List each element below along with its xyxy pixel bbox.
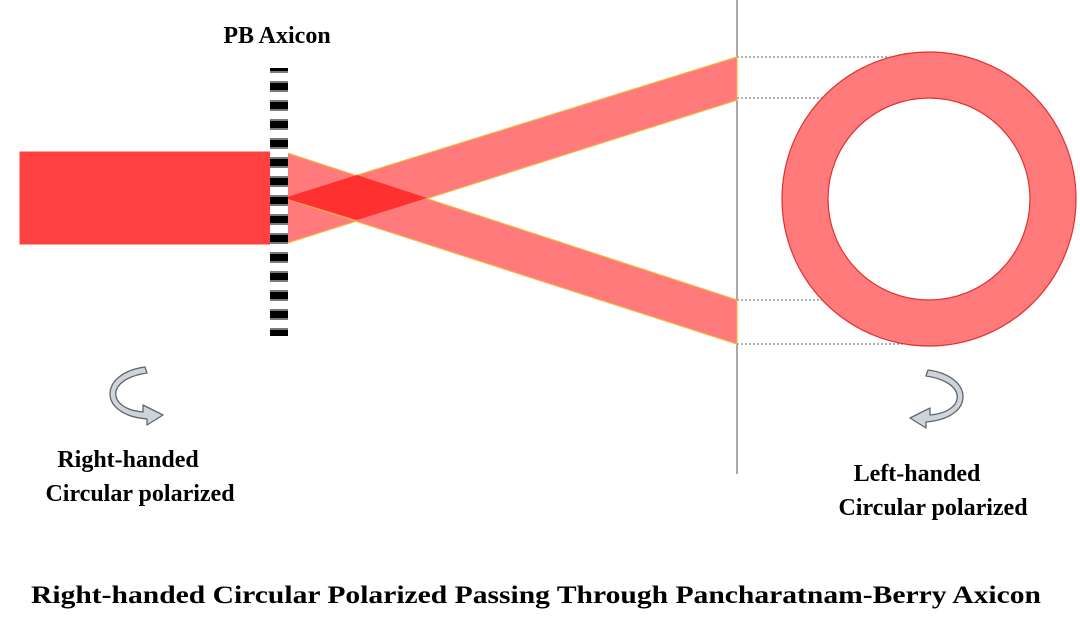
input-beam	[19, 151, 276, 245]
input-polarization-label-line1: Right-handed	[57, 447, 199, 473]
rotate-clockwise-arrow-icon	[109, 366, 164, 426]
diagram-caption: Right-handed Circular Polarized Passing …	[31, 582, 1041, 609]
output-ring-outer-edge	[781, 51, 1077, 347]
output-ring	[782, 52, 1076, 346]
output-polarization-label-line2: Circular polarized	[838, 495, 1028, 521]
beam-overlap-region	[284, 175, 427, 220]
output-polarization-label-line1: Left-handed	[854, 461, 981, 487]
rotate-counterclockwise-arrow-icon	[909, 369, 964, 429]
axicon-label: PB Axicon	[223, 23, 330, 49]
pb-axicon-element	[270, 68, 288, 336]
output-ring-inner-edge	[827, 97, 1031, 301]
input-polarization-label-line2: Circular polarized	[45, 481, 235, 507]
